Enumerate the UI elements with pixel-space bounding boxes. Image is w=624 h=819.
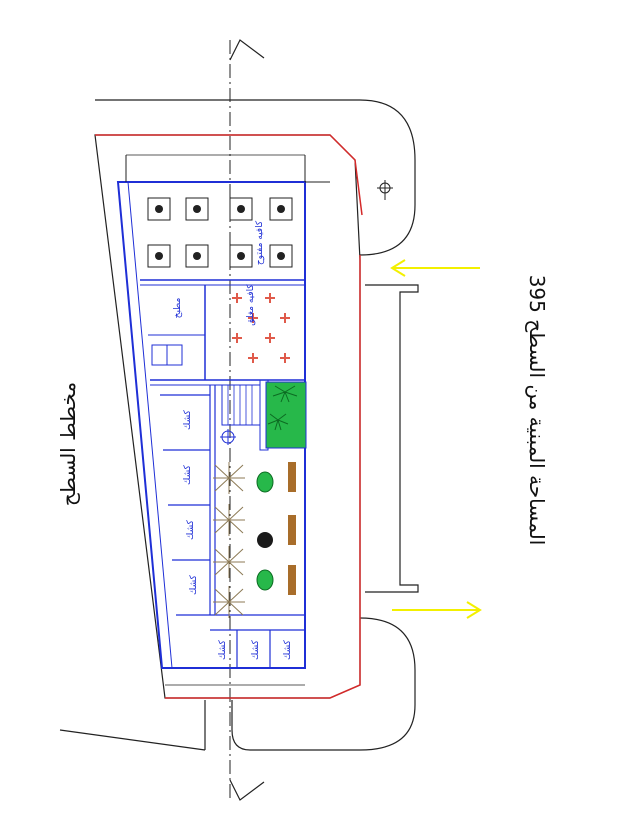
cafe-table-dots <box>155 205 285 260</box>
garden <box>265 381 307 449</box>
arrow-out-head <box>466 601 482 619</box>
room-label-shop-3: كشك <box>186 519 196 540</box>
room-label-kitchen: مطبخ <box>173 297 183 318</box>
road-edge-bottom <box>59 729 206 751</box>
shade-umbrellas <box>213 462 245 618</box>
stair-steps <box>227 385 253 425</box>
north-symbol-icon <box>377 180 393 200</box>
property-line-bottom <box>165 620 361 699</box>
benches <box>288 462 296 595</box>
area-label: المساحة المبنية من السطح 395 <box>525 275 549 546</box>
room-label-shop-5: كشك <box>218 639 228 660</box>
building-inner-wall <box>127 181 173 669</box>
round-table-icon <box>257 532 273 548</box>
room-label-shop-4: كشك <box>189 574 199 595</box>
planters <box>256 471 274 591</box>
kiosk-walls <box>160 385 305 668</box>
parcel-outline <box>94 134 361 699</box>
road-bottom <box>231 617 416 751</box>
room-label-open-cafe: كافيه مفتوح <box>255 220 265 265</box>
section-mark-top <box>229 39 265 61</box>
vertical-title: مخطط السطح <box>56 382 80 506</box>
room-label-shop-7: كشك <box>283 639 293 660</box>
room-label-closed-cafe: كافيه مغلق <box>246 284 256 326</box>
arrow-in-head <box>390 259 406 277</box>
closed-cafe-tables <box>232 293 290 363</box>
outer-wall-line <box>117 181 163 669</box>
section-mark-bottom <box>229 779 265 801</box>
axis-circle-icon <box>220 429 236 445</box>
palm-icon <box>267 385 298 431</box>
room-label-shop-2: كشك <box>183 464 193 485</box>
room-label-shop-1: كشك <box>183 409 193 430</box>
room-label-shop-6: كشك <box>251 639 261 660</box>
dimension-bracket <box>365 284 419 593</box>
cafe-tables <box>147 197 293 268</box>
property-line-top <box>95 134 363 216</box>
road-top <box>95 99 416 256</box>
